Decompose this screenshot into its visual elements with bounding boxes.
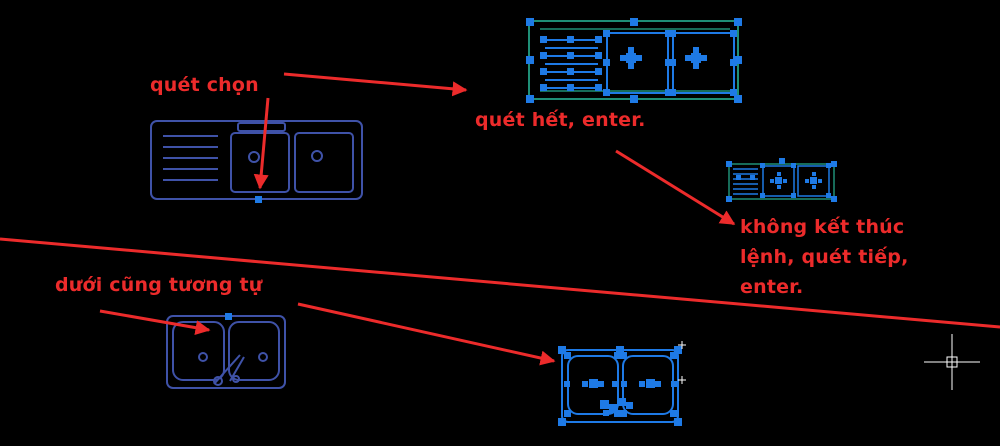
annotation-line-1: không kết thúc — [740, 216, 905, 238]
sink-drawing-2[interactable] — [166, 315, 286, 389]
arrow-to-top-selection — [283, 72, 468, 97]
selected-sink-small[interactable] — [726, 158, 837, 202]
grip-point[interactable] — [225, 313, 232, 320]
arrow-to-small-selection — [615, 149, 736, 226]
annotation-below-same: dưới cũng tương tự — [55, 274, 263, 296]
selected-sink-top[interactable] — [526, 18, 742, 103]
arrow-to-sink-1 — [253, 97, 270, 190]
sink-drawing-1[interactable] — [150, 120, 363, 200]
arrow-to-sink-2 — [99, 309, 211, 336]
annotation-line-2: lệnh, quét tiếp, — [740, 246, 909, 268]
arrow-to-bottom-selection — [297, 302, 556, 366]
selected-sink-bottom[interactable] — [558, 341, 686, 426]
crosshair-cursor-icon — [924, 334, 980, 390]
divider-line — [0, 237, 1000, 329]
grip-point[interactable] — [255, 196, 262, 203]
annotation-sweep-select: quét chọn — [150, 74, 259, 96]
annotation-line-3: enter. — [740, 276, 804, 298]
annotation-sweep-all-enter: quét hết, enter. — [475, 109, 646, 131]
annotation-no-end-command: không kết thúc lệnh, quét tiếp, enter. — [740, 212, 909, 302]
